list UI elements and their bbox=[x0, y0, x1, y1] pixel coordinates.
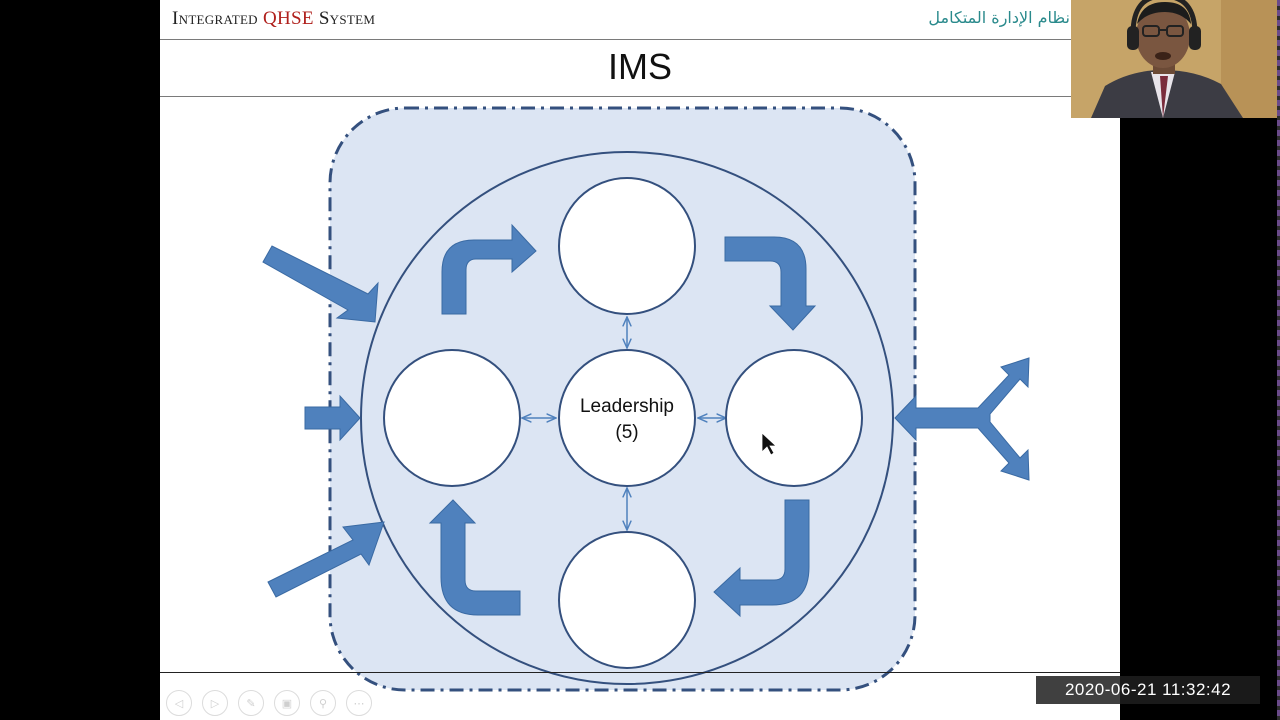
footer-divider bbox=[160, 672, 1120, 673]
node-right bbox=[725, 349, 863, 487]
cycle-arrow-top-left bbox=[441, 223, 537, 315]
slideshow-toolbar: ◁ ▷ ✎ ▣ ⚲ ⋯ bbox=[166, 690, 372, 716]
input-arrow-middle bbox=[304, 394, 361, 442]
header-title: Integrated QHSE System bbox=[172, 8, 376, 29]
zoom-icon[interactable]: ⚲ bbox=[310, 690, 336, 716]
ims-diagram: Leadership (5) bbox=[262, 106, 1030, 692]
leadership-label: Leadership bbox=[580, 396, 674, 417]
slides-icon[interactable]: ▣ bbox=[274, 690, 300, 716]
leadership-clause-number: (5) bbox=[615, 422, 638, 443]
output-arrow bbox=[894, 357, 1030, 481]
webcam-video bbox=[1071, 0, 1277, 118]
recording-timestamp: 2020-06-21 11:32:42 bbox=[1036, 676, 1260, 704]
title-divider bbox=[160, 96, 1120, 97]
cycle-arrow-bottom-left bbox=[428, 499, 521, 616]
slide-title: IMS bbox=[607, 46, 672, 87]
more-icon[interactable]: ⋯ bbox=[346, 690, 372, 716]
cycle-arrow-top-right bbox=[724, 236, 817, 331]
node-leadership bbox=[558, 349, 696, 487]
cycle-arrow-bottom-right bbox=[713, 499, 810, 618]
prev-icon[interactable]: ◁ bbox=[166, 690, 192, 716]
node-bottom bbox=[558, 531, 696, 669]
slide: Integrated QHSE System نظام الإدارة المت… bbox=[160, 0, 1120, 720]
right-edge-strip bbox=[1277, 0, 1280, 720]
header-title-accent: QHSE bbox=[262, 8, 314, 29]
next-icon[interactable]: ▷ bbox=[202, 690, 228, 716]
input-arrow-top bbox=[262, 245, 379, 323]
header-divider bbox=[160, 39, 1120, 40]
node-left bbox=[383, 349, 521, 487]
pen-icon[interactable]: ✎ bbox=[238, 690, 264, 716]
mouse-cursor-icon bbox=[761, 432, 778, 456]
process-cycle-circle bbox=[360, 151, 894, 685]
node-top bbox=[558, 177, 696, 315]
header-arabic-title: نظام الإدارة المتكامل bbox=[928, 8, 1070, 27]
input-arrow-bottom bbox=[267, 521, 385, 598]
